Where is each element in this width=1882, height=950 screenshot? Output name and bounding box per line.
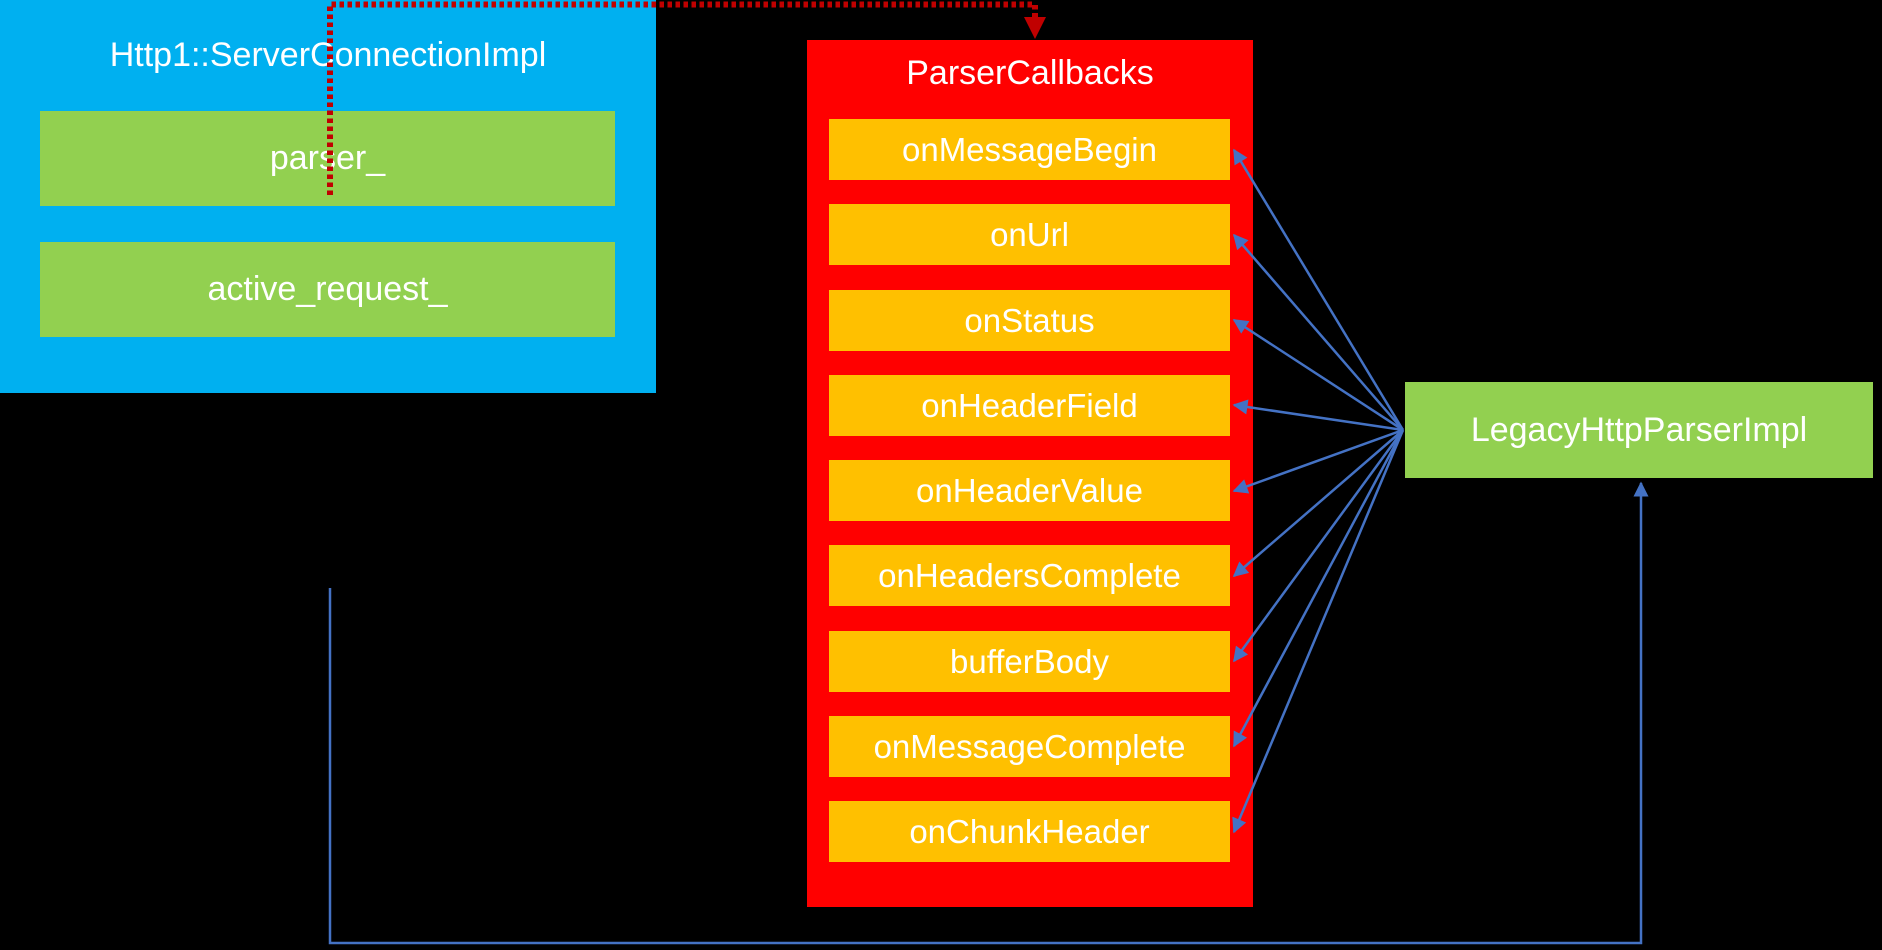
parser-callbacks-title: ParserCallbacks: [906, 54, 1154, 92]
callback-arrow-onchunkheader: [1232, 429, 1405, 834]
callback-item-bufferbody: bufferBody: [829, 630, 1230, 692]
callback-arrow-onheaderfield: [1232, 399, 1404, 432]
callback-item-onheaderscomplete: onHeadersComplete: [829, 545, 1230, 607]
callback-list: onMessageBegin onUrl onStatus onHeaderFi…: [829, 119, 1230, 863]
legacy-http-parser-impl-label: LegacyHttpParserImpl: [1470, 410, 1808, 449]
server-connection-box: Http1::ServerConnectionImpl parser_ acti…: [0, 0, 656, 393]
callback-item-onheadervalue: onHeaderValue: [829, 460, 1230, 522]
callback-arrow-bufferbody: [1232, 429, 1405, 663]
composition-arrowhead: [1024, 17, 1046, 39]
callback-arrow-onurl: [1233, 233, 1404, 431]
callback-item-onstatus: onStatus: [829, 289, 1230, 351]
parser-callbacks-box: ParserCallbacks onMessageBegin onUrl onS…: [807, 40, 1253, 907]
callback-arrow-onstatus: [1232, 318, 1404, 432]
callback-arrow-onmessagebegin: [1232, 148, 1405, 431]
member-parser: parser_: [40, 111, 615, 206]
callback-item-onurl: onUrl: [829, 204, 1230, 266]
callback-arrow-onheadervalue: [1232, 428, 1404, 494]
callback-item-onmessagebegin: onMessageBegin: [829, 119, 1230, 180]
server-connection-title: Http1::ServerConnectionImpl: [109, 36, 547, 74]
callback-item-onchunkheader: onChunkHeader: [829, 801, 1230, 863]
callback-item-onheaderfield: onHeaderField: [829, 374, 1230, 436]
member-active-request: active_request_: [40, 242, 615, 337]
callback-item-onmessagecomplete: onMessageComplete: [829, 716, 1230, 778]
callback-arrow-onmessagecomplete: [1232, 429, 1405, 748]
legacy-http-parser-impl-box: LegacyHttpParserImpl: [1405, 382, 1873, 478]
callback-arrow-onheaderscomplete: [1232, 429, 1404, 577]
